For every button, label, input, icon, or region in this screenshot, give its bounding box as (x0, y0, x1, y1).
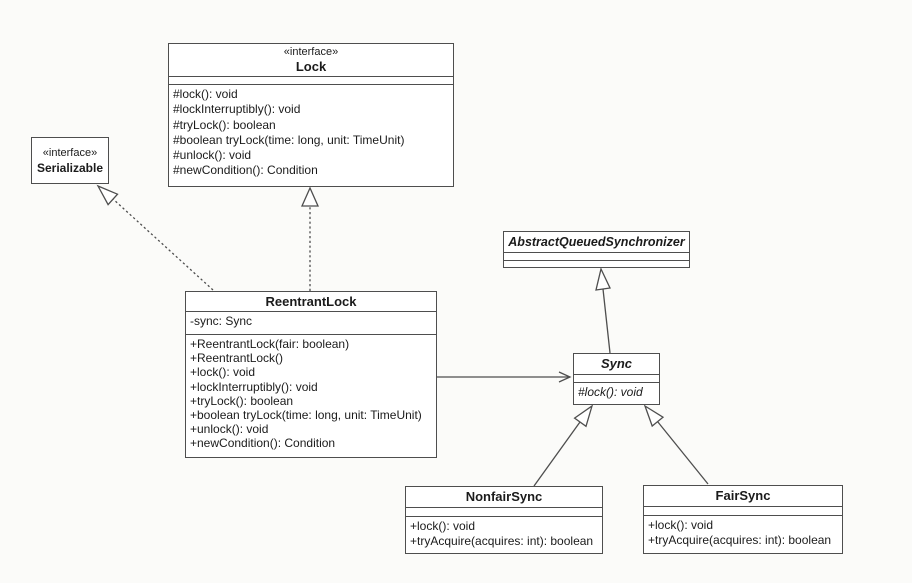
class-serializable-name: Serializable (36, 160, 104, 175)
class-abstractqueuedsynchronizer: AbstractQueuedSynchronizer (503, 231, 690, 268)
class-nonfairsync-title: NonfairSync (406, 487, 602, 507)
class-reentrantlock: ReentrantLock -sync: Sync +ReentrantLock… (185, 291, 437, 458)
class-sync-name: Sync (600, 356, 633, 371)
method-item: +tryAcquire(acquires: int): boolean (410, 534, 594, 549)
class-sync-methods: #lock(): void (574, 382, 659, 404)
class-reentrantlock-title: ReentrantLock (186, 292, 436, 311)
class-nonfairsync-name: NonfairSync (465, 489, 543, 504)
class-lock-title: «interface» Lock (169, 44, 453, 76)
method-item: +tryLock(): boolean (190, 393, 294, 408)
method-item: +tryAcquire(acquires: int): boolean (648, 533, 832, 548)
class-sync-attributes-empty (574, 374, 659, 382)
class-lock: «interface» Lock #lock(): void#lockInter… (168, 43, 454, 187)
class-lock-methods: #lock(): void#lockInterruptibly(): void#… (169, 84, 453, 186)
method-item: #boolean tryLock(time: long, unit: TimeU… (173, 132, 405, 147)
class-reentrantlock-methods: +ReentrantLock(fair: boolean)+ReentrantL… (186, 334, 436, 457)
class-abstractqueuedsynchronizer-methods-empty (504, 259, 689, 268)
method-item: +lockInterruptibly(): void (190, 379, 318, 394)
class-reentrantlock-attributes: -sync: Sync (186, 311, 436, 334)
method-item: #newCondition(): Condition (173, 163, 318, 178)
class-fairsync-methods: +lock(): void+tryAcquire(acquires: int):… (644, 515, 842, 553)
method-item: #lockInterruptibly(): void (173, 102, 301, 117)
method-item: +ReentrantLock() (190, 351, 284, 366)
class-abstractqueuedsynchronizer-name: AbstractQueuedSynchronizer (508, 235, 685, 249)
generalization-fairsync-sync (643, 404, 709, 485)
class-fairsync: FairSync +lock(): void+tryAcquire(acquir… (643, 485, 843, 554)
realization-reentrantlock-serializable (96, 184, 214, 291)
method-item: #lock(): void (578, 385, 643, 399)
method-item: +boolean tryLock(time: long, unit: TimeU… (190, 408, 422, 423)
class-serializable-title: «interface» Serializable (32, 138, 108, 183)
class-fairsync-title: FairSync (644, 486, 842, 506)
class-serializable: «interface» Serializable (31, 137, 109, 184)
method-item: +unlock(): void (190, 422, 269, 437)
class-nonfairsync: NonfairSync +lock(): void+tryAcquire(acq… (405, 486, 603, 554)
method-item: +newCondition(): Condition (190, 436, 336, 451)
class-fairsync-attributes-empty (644, 506, 842, 515)
generalization-sync-abstractqueuedsynchronizer (595, 267, 611, 354)
class-lock-name: Lock (295, 59, 327, 74)
generalization-nonfairsync-sync (533, 404, 594, 487)
realization-reentrantlock-lock (300, 186, 320, 291)
method-item: +ReentrantLock(fair: boolean) (190, 337, 350, 351)
method-item: #lock(): void (173, 87, 238, 101)
class-fairsync-name: FairSync (715, 488, 771, 503)
association-reentrantlock-sync (437, 371, 572, 383)
class-abstractqueuedsynchronizer-title: AbstractQueuedSynchronizer (504, 232, 689, 252)
class-sync: Sync #lock(): void (573, 353, 660, 405)
class-nonfairsync-methods: +lock(): void+tryAcquire(acquires: int):… (406, 516, 602, 553)
class-sync-title: Sync (574, 354, 659, 374)
method-item: #unlock(): void (173, 148, 252, 163)
method-item: #tryLock(): boolean (173, 117, 276, 132)
method-item: +lock(): void (648, 518, 714, 532)
class-abstractqueuedsynchronizer-attributes-empty (504, 252, 689, 260)
class-serializable-stereotype: «interface» (42, 146, 98, 159)
method-item: +lock(): void (410, 519, 476, 533)
class-lock-attributes-empty (169, 76, 453, 84)
class-lock-stereotype: «interface» (283, 46, 339, 58)
class-nonfairsync-attributes-empty (406, 507, 602, 516)
method-item: +lock(): void (190, 365, 256, 380)
attribute-item: -sync: Sync (190, 314, 253, 328)
class-reentrantlock-name: ReentrantLock (265, 294, 357, 309)
